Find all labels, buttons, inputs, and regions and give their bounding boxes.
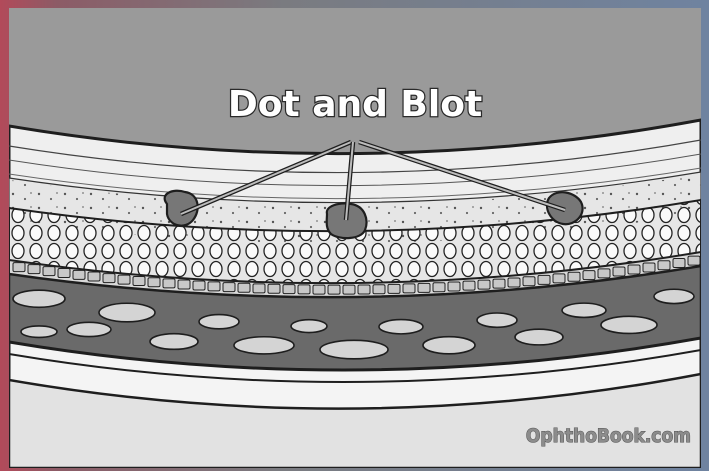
rpe-cell — [358, 285, 370, 294]
choroid-vessel — [320, 340, 388, 359]
rpe-cell — [58, 269, 70, 278]
rpe-cell — [583, 271, 595, 280]
choroid-vessel — [99, 303, 155, 322]
choroid-vessel — [562, 303, 606, 317]
rpe-cell — [43, 267, 55, 276]
choroid-vessel — [601, 316, 657, 333]
choroid-vessel — [21, 326, 57, 337]
rpe-cell — [223, 283, 235, 292]
image-frame: Dot and Blot OphthoBook.com — [9, 8, 701, 468]
rpe-cell — [193, 281, 205, 290]
rpe-cell — [328, 285, 340, 294]
rpe-cell — [118, 275, 130, 284]
rpe-cell — [148, 278, 160, 287]
rpe-cell — [343, 285, 355, 294]
rpe-cell — [508, 278, 520, 287]
rpe-cell — [433, 283, 445, 292]
rpe-cell — [103, 274, 115, 283]
rpe-cell — [688, 256, 700, 265]
watermark: OphthoBook.com — [526, 425, 691, 447]
choroid-vessel — [654, 289, 694, 303]
rpe-cell — [388, 284, 400, 293]
choroid-vessel — [234, 337, 294, 354]
choroid-vessel — [291, 320, 327, 333]
rpe-cell — [628, 265, 640, 274]
rpe-cell — [373, 285, 385, 294]
choroid-vessel — [150, 334, 198, 350]
choroid-vessel — [13, 290, 65, 307]
rpe-cell — [88, 272, 100, 281]
rpe-cell — [208, 282, 220, 291]
rpe-cell — [658, 261, 670, 270]
rpe-cell — [28, 265, 40, 274]
rpe-cell — [673, 259, 685, 268]
rpe-cell — [403, 284, 415, 293]
rpe-cell — [598, 269, 610, 278]
rpe-cell — [523, 277, 535, 286]
rpe-cell — [313, 285, 325, 294]
rpe-cell — [463, 281, 475, 290]
rpe-cell — [13, 263, 25, 272]
rpe-cell — [493, 279, 505, 288]
rpe-cell — [553, 274, 565, 283]
rpe-cell — [613, 267, 625, 276]
choroid-vessel — [477, 313, 517, 327]
rpe-cell — [238, 283, 250, 292]
rpe-cell — [448, 282, 460, 291]
choroid-vessel — [379, 320, 423, 334]
choroid-vessel — [423, 337, 475, 354]
retina-cross-section-diagram: Dot and Blot OphthoBook.com — [9, 8, 701, 468]
choroid-vessel — [515, 329, 563, 345]
rpe-cell — [418, 283, 430, 292]
choroid-vessel — [199, 315, 239, 329]
rpe-cell — [73, 270, 85, 279]
diagram-title: Dot and Blot — [228, 84, 482, 125]
rpe-cell — [163, 279, 175, 288]
choroid-vessel — [67, 322, 111, 336]
rpe-cell — [298, 285, 310, 294]
rpe-cell — [253, 284, 265, 293]
rpe-cell — [478, 280, 490, 289]
rpe-cell — [133, 276, 145, 285]
rpe-cell — [568, 272, 580, 281]
rpe-cell — [283, 285, 295, 294]
rpe-cell — [178, 280, 190, 289]
rpe-cell — [643, 263, 655, 272]
rpe-cell — [268, 284, 280, 293]
rpe-cell — [538, 275, 550, 284]
